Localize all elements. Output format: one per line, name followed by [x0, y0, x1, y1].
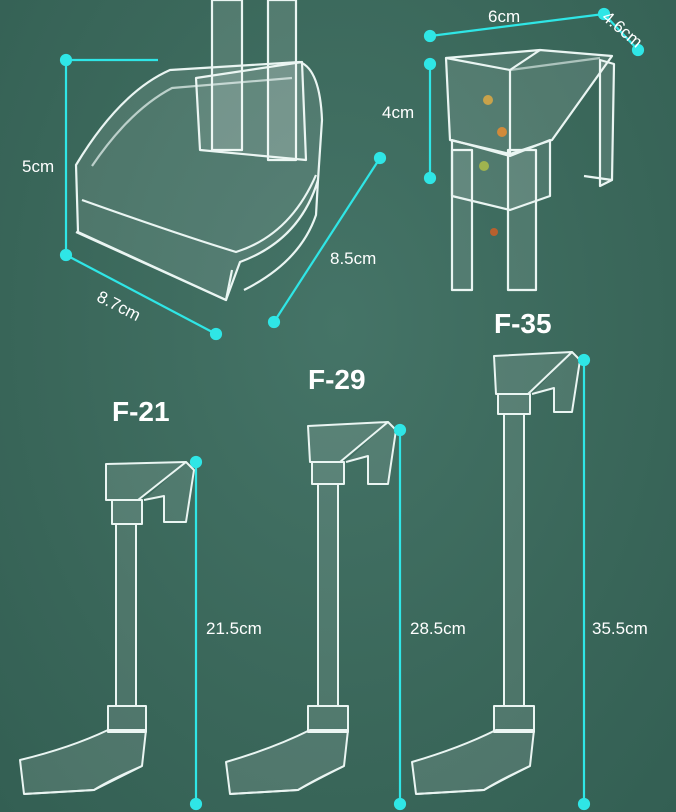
- feeder-f29-drawing: [225, 421, 397, 795]
- hopper-height-label: 4cm: [382, 103, 415, 122]
- tray-dimension-lines: [59, 53, 387, 341]
- tray-depth-label: 8.5cm: [330, 249, 377, 268]
- food-pellets: [479, 95, 507, 236]
- hopper-width-label: 6cm: [488, 7, 521, 26]
- model-name-f35: F-35: [494, 308, 552, 339]
- tray-height-label: 5cm: [22, 157, 55, 176]
- tray-closeup: [74, 0, 324, 302]
- model-name-f21: F-21: [112, 396, 170, 427]
- hopper-dimension-lines: [423, 7, 645, 185]
- height-label-f21: 21.5cm: [206, 619, 262, 638]
- height-dimension-lines: [189, 353, 591, 811]
- height-label-f29: 28.5cm: [410, 619, 466, 638]
- feeder-f35-drawing: [411, 351, 581, 795]
- model-name-f29: F-29: [308, 364, 366, 395]
- height-label-f35: 35.5cm: [592, 619, 648, 638]
- hopper-closeup: [444, 48, 616, 292]
- feeder-f21-drawing: [19, 461, 195, 795]
